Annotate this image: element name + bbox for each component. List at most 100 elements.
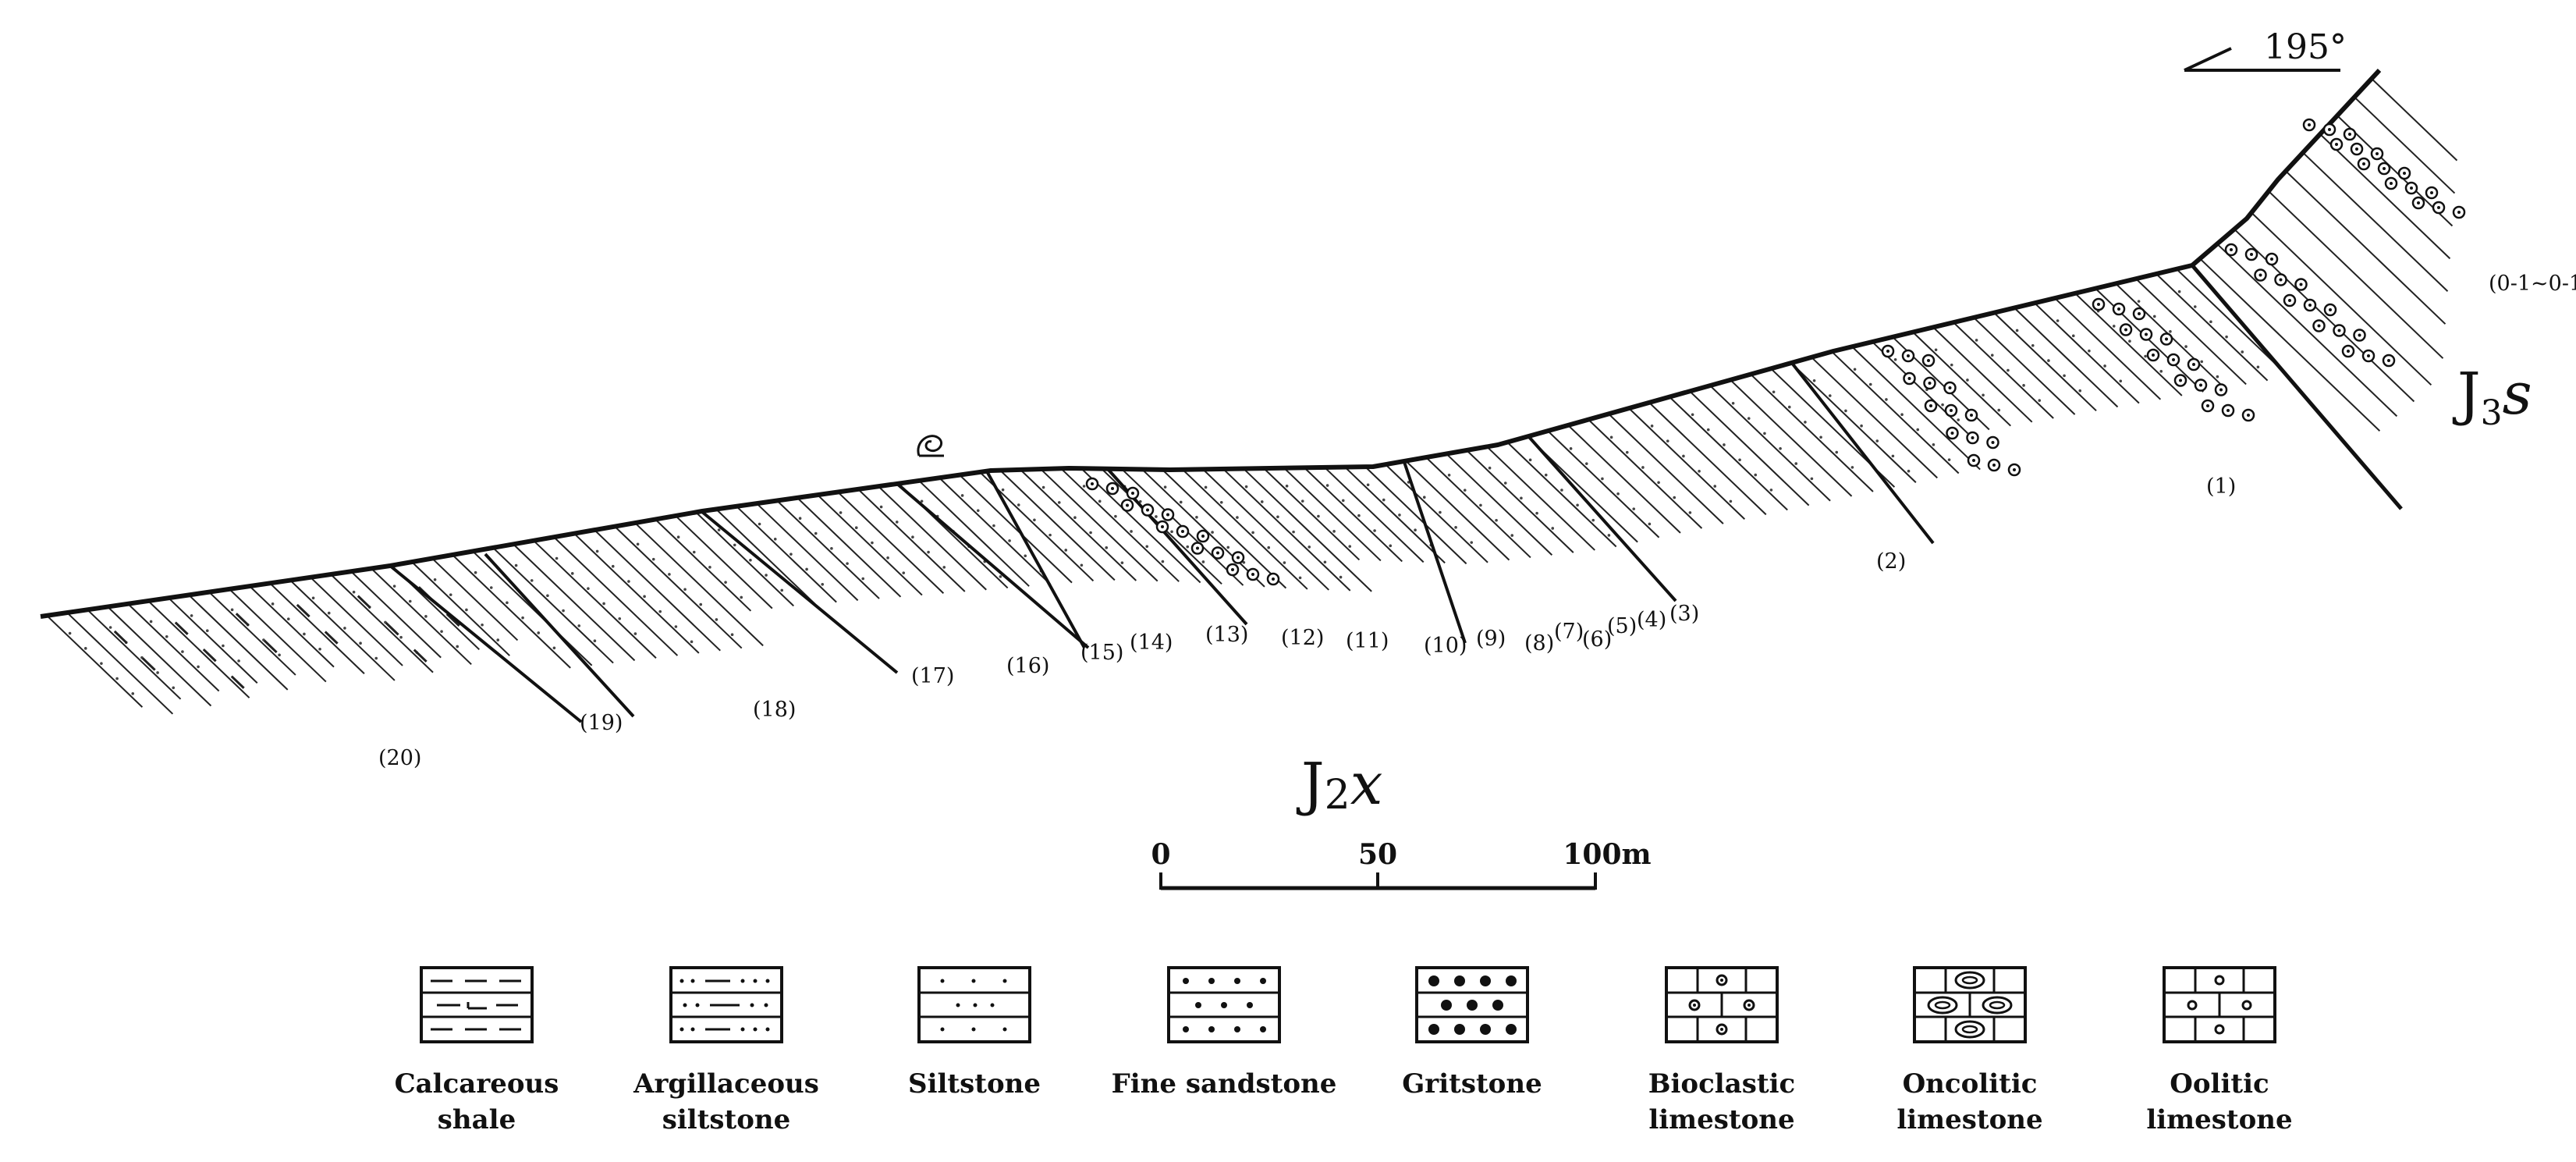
silt-dot <box>2184 345 2187 348</box>
bedding-line <box>2371 78 2458 162</box>
bedding-line <box>1953 322 2054 419</box>
silt-dot <box>1283 561 1286 564</box>
silt-dot <box>546 594 549 598</box>
silt-dot <box>1688 511 1692 514</box>
legend-label: Oncolitic <box>1903 1068 2038 1100</box>
silt-dot <box>643 595 646 599</box>
silt-dot <box>699 602 703 606</box>
shale-dash <box>263 639 278 654</box>
shale-dash <box>324 631 339 645</box>
legend-item-oolitic-limestone: Oolitic limestone <box>2146 966 2293 1135</box>
layer-label: (5) <box>1607 614 1637 638</box>
bedding-line <box>2156 273 2269 382</box>
oolite-mark <box>2367 354 2370 357</box>
silt-dot <box>602 602 605 606</box>
silt-dot <box>1828 394 1832 397</box>
layer-label: (0-1~0-13) <box>2489 272 2576 296</box>
silt-dot <box>740 595 743 599</box>
silt-dot <box>1105 546 1109 549</box>
silt-dot <box>902 571 906 574</box>
legend-label: Fine sandstone <box>1112 1068 1337 1100</box>
silt-dot <box>1723 443 1726 446</box>
oolite-mark <box>2437 206 2440 209</box>
silt-dot <box>960 494 964 497</box>
silt-dot <box>1601 477 1604 481</box>
bedding-line <box>1040 468 1158 582</box>
silt-dot <box>1008 539 1011 542</box>
silt-dot <box>1348 545 1352 548</box>
oolite-mark <box>2270 258 2273 261</box>
silt-dot <box>1916 428 1920 432</box>
oolite-mark <box>2328 128 2331 131</box>
boundary-line <box>484 553 635 718</box>
silt-dot <box>1357 513 1361 517</box>
silt-dot <box>197 665 200 669</box>
silt-dot <box>343 627 346 630</box>
bedding-line <box>1466 450 1574 553</box>
silt-dot <box>1850 466 1854 469</box>
silt-dot <box>658 609 662 613</box>
bedding-line <box>533 540 657 659</box>
silt-dot <box>83 647 87 650</box>
silt-dot <box>1591 518 1595 522</box>
silt-dot <box>205 629 209 633</box>
oolite-mark <box>2403 172 2406 175</box>
silt-dot <box>846 562 849 565</box>
silt-dot <box>1201 560 1205 563</box>
bedding-line <box>2034 302 2140 404</box>
silt-dot <box>920 499 924 503</box>
bedding-line <box>1344 466 1446 564</box>
silt-dot <box>715 618 719 621</box>
legend-label: limestone <box>2146 1104 2292 1135</box>
oolite-mark <box>2013 468 2016 471</box>
oolite-mark <box>2362 162 2365 165</box>
silt-dot <box>627 580 630 583</box>
silt-dot <box>352 590 356 594</box>
bedding-line <box>1973 317 2076 415</box>
silt-dot <box>1242 560 1246 564</box>
oolite-mark <box>1886 350 1889 353</box>
silt-dot <box>1244 485 1248 489</box>
silt-dot <box>577 624 581 627</box>
oncolitic-limestone-swatch <box>1913 966 2027 1043</box>
boundary-line <box>985 471 1086 649</box>
silt-dot <box>2015 329 2019 332</box>
bedding-line <box>1243 467 1372 592</box>
oolite-mark <box>2279 278 2283 282</box>
silt-dot <box>1990 354 1994 357</box>
bedding-line <box>1608 413 1724 524</box>
bedding-line <box>1811 357 1938 479</box>
shale-dash <box>296 603 310 618</box>
silt-dot <box>839 511 843 514</box>
legend: Calcareous shale Argillaceous siltstone <box>395 966 2293 1135</box>
silt-dot <box>1219 500 1223 504</box>
silt-dot <box>895 521 899 524</box>
layer-label: (11) <box>1346 629 1389 653</box>
oolite-mark <box>2337 329 2341 332</box>
silt-dot <box>570 572 574 575</box>
bedding-line <box>1648 402 1767 516</box>
bedding-line <box>1263 467 1361 561</box>
silt-dot <box>1934 348 1938 352</box>
silt-dot <box>1204 485 1208 489</box>
oolite-mark <box>1126 503 1129 507</box>
bedding-line <box>715 508 816 605</box>
bedding-line <box>1304 467 1403 563</box>
silt-dot <box>2177 290 2181 293</box>
oolite-mark <box>1166 513 1169 517</box>
silt-dot <box>359 641 362 645</box>
silt-dot <box>2225 335 2228 339</box>
bedding-line <box>857 489 966 592</box>
silt-dot <box>2128 339 2131 343</box>
shale-dash <box>230 675 245 689</box>
oolite-mark <box>2230 248 2233 251</box>
silt-dot <box>1325 484 1329 487</box>
scale-tick-label: 50 <box>1358 838 1397 871</box>
silt-dot <box>1625 450 1629 454</box>
layer-label: (4) <box>1637 608 1666 632</box>
silt-dot <box>318 647 321 651</box>
bedding-line <box>1912 331 2011 427</box>
silt-dot <box>165 634 169 638</box>
oolite-mark <box>2172 358 2175 361</box>
silt-dot <box>1997 408 2001 412</box>
